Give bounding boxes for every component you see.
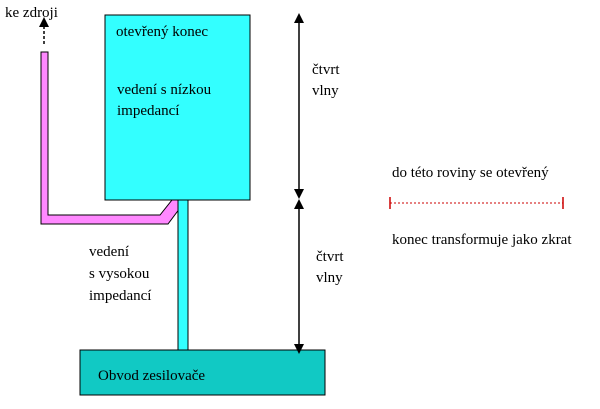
high-impedance-label-2: s vysokou xyxy=(89,266,150,282)
high-impedance-label-3: impedancí xyxy=(89,288,152,304)
low-impedance-label: vedení s nízkou impedancí xyxy=(117,82,212,119)
quarter-wave-top-label-2: vlny xyxy=(312,83,339,99)
amplifier-block xyxy=(79,349,326,396)
quarter-wave-bottom-label-2: vlny xyxy=(316,270,343,286)
thin-vertical-line xyxy=(177,199,189,351)
plane-note-line-1: do této roviny se otevřený xyxy=(392,165,549,181)
low-impedance-block xyxy=(104,14,251,201)
quarter-wave-top-label-1: čtvrt xyxy=(312,62,340,78)
amplifier-label: Obvod zesilovače xyxy=(98,368,206,384)
to-source-label: ke zdroji xyxy=(5,5,58,21)
transformation-plane-marker xyxy=(389,197,564,209)
quarter-wave-bottom-label-1: čtvrt xyxy=(316,249,344,265)
high-impedance-label-1: vedení xyxy=(89,244,129,260)
plane-note-line-2: konec transformuje jako zkrat xyxy=(392,232,572,248)
open-end-label: otevřený konec xyxy=(116,24,209,40)
